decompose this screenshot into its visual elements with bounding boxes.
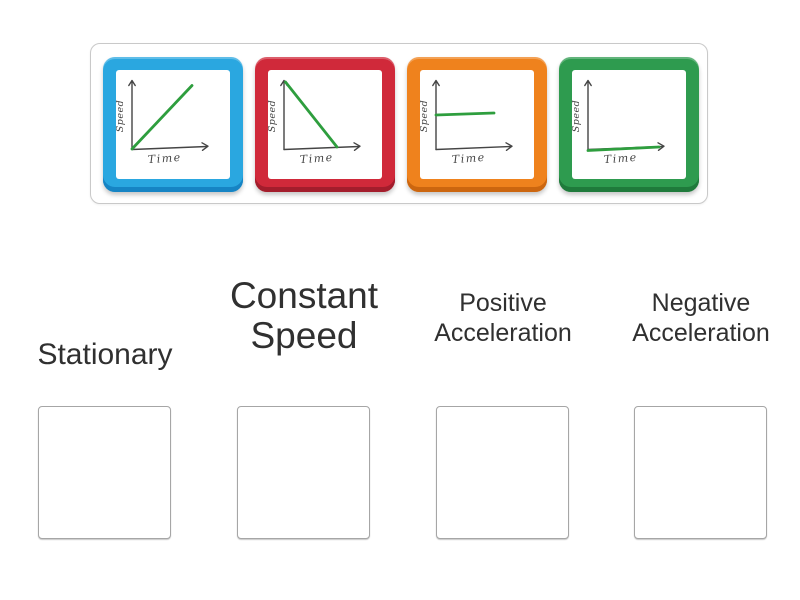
graph-line [586,145,661,152]
drop-zone-constant-speed[interactable] [237,406,370,539]
card-tray: Speed Time Speed Time Sp [90,43,708,204]
graph-card-falling[interactable]: Speed Time [255,57,395,192]
x-axis [435,145,512,151]
y-axis-label: Speed [420,100,430,132]
speed-time-graph-flat_zero: Speed Time [572,79,665,166]
y-axis-label: Speed [572,100,582,132]
group-column-constant-speed: Constant Speed [204,260,404,560]
drop-zone-positive-acceleration[interactable] [436,406,569,539]
x-axis-arrow-icon [657,142,665,151]
group-column-positive-acceleration: Positive Acceleration [403,260,603,560]
graph-line [434,111,496,117]
drop-zone-stationary[interactable] [38,406,171,539]
x-axis-label: Time [147,151,182,166]
y-axis-label: Speed [116,100,126,132]
x-axis-label: Time [603,151,638,166]
speed-time-graph-constant: Speed Time [420,79,513,166]
graph-line [284,80,339,149]
graph-card-flat-zero[interactable]: Speed Time [559,57,699,192]
speed-time-graph-rising: Speed Time [116,79,209,166]
y-axis-arrow-icon [584,79,592,87]
x-axis-label: Time [451,151,486,166]
group-label-stationary: Stationary [37,338,173,371]
group-column-negative-acceleration: Negative Acceleration [601,260,800,560]
graph-card-constant[interactable]: Speed Time [407,57,547,192]
graph-card-rising[interactable]: Speed Time [103,57,243,192]
x-axis-arrow-icon [505,142,513,151]
speed-time-graph-falling: Speed Time [268,79,361,166]
group-label-negative-acceleration: Negative Acceleration [632,289,770,347]
y-axis-label: Speed [268,100,278,132]
group-label-positive-acceleration: Positive Acceleration [434,289,572,347]
y-axis-arrow-icon [432,79,440,87]
y-axis-arrow-icon [128,79,136,87]
x-axis-arrow-icon [353,142,361,151]
x-axis-label: Time [299,151,334,166]
x-axis [131,145,208,151]
x-axis-arrow-icon [201,142,209,151]
x-axis [283,145,360,151]
group-label-constant-speed: Constant Speed [229,275,379,356]
graph-line [130,84,194,151]
group-column-stationary: Stationary [5,260,205,560]
drop-zone-negative-acceleration[interactable] [634,406,767,539]
